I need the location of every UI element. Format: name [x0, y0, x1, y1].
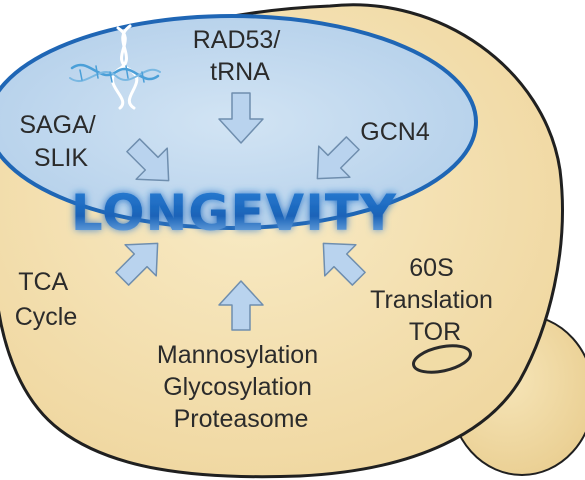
- label-saga-line2: SLIK: [34, 144, 89, 172]
- label-tca-line2: Cycle: [15, 303, 78, 331]
- label-gcn4-line1: GCN4: [360, 118, 430, 146]
- arrow-from-saga: [126, 138, 170, 182]
- dna-helix-icon: [69, 24, 161, 110]
- arrow-from-gcn4: [316, 136, 360, 180]
- label-rad53-trna: RAD53/ tRNA: [193, 26, 288, 86]
- label-rad53-line1: RAD53/: [193, 26, 281, 54]
- label-saga-line1: SAGA/: [19, 111, 95, 139]
- label-mannosylation-line3: Proteasome: [174, 405, 309, 433]
- label-translation-line2: Translation: [370, 286, 493, 314]
- label-gcn4: GCN4: [360, 118, 430, 146]
- arrow-from-tca: [115, 242, 159, 286]
- label-translation-tor: 60S Translation TOR: [370, 254, 500, 346]
- label-saga-slik: SAGA/ SLIK: [19, 111, 102, 172]
- label-tca-line1: TCA: [18, 268, 68, 296]
- label-rad53-line2: tRNA: [210, 58, 270, 86]
- label-translation-line3: TOR: [409, 318, 461, 346]
- arrow-down-from-rad53: [218, 92, 264, 144]
- arrow-up-from-mannosylation: [218, 280, 264, 331]
- label-mannosylation-line2: Glycosylation: [163, 373, 312, 401]
- label-translation-line1: 60S: [409, 254, 453, 282]
- arrow-from-translation: [322, 242, 366, 286]
- longevity-title: LONGEVITY: [71, 184, 397, 242]
- label-mannosylation: Mannosylation Glycosylation Proteasome: [157, 341, 325, 433]
- arrows: [115, 92, 366, 331]
- vacuole-icon: [412, 344, 472, 374]
- label-tca-cycle: TCA Cycle: [15, 268, 78, 331]
- label-mannosylation-line1: Mannosylation: [157, 341, 318, 369]
